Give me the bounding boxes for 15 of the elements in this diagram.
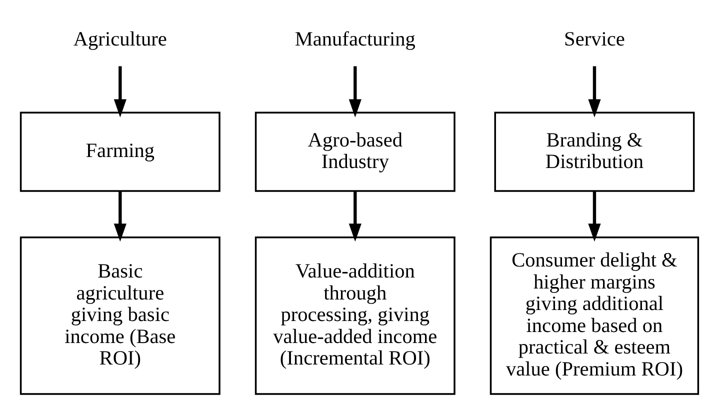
arrow [113,66,126,118]
node-text: Service [564,28,624,50]
arrow [588,190,600,242]
node-text: Manufacturing [294,28,415,50]
arrow [348,190,361,242]
node-box: Farming [19,112,220,192]
arrow [348,66,361,118]
node-box: Basic agriculture giving basic income (Base ROI) [19,236,220,395]
arrow [588,66,600,118]
arrow [113,190,126,242]
node-box: Branding & Distribution [494,112,694,192]
node-box: Value-addition through processing, giving value-added income (Incremental ROI) [254,236,455,395]
node-text: Agriculture [72,28,166,50]
node-box: Agro-based Industry [254,112,455,192]
node-box: Consumer delight & higher margins giving additional income based on practical & esteem value (Premium ROI) [489,236,699,395]
